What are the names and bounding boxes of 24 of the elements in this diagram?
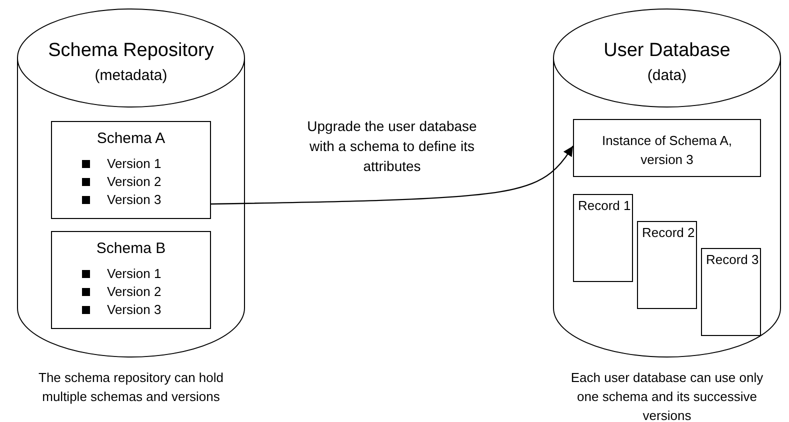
version-item: Version 2 bbox=[107, 174, 162, 190]
record-title: Record 2 bbox=[642, 225, 695, 241]
database-title: User Database bbox=[602, 41, 732, 61]
database-title: Schema Repository bbox=[47, 41, 215, 61]
database-subtitle: (metadata) bbox=[94, 66, 168, 86]
node-label: Each user database can use only one schema and its successive versions bbox=[570, 369, 764, 422]
version-item: Version 3 bbox=[107, 302, 162, 318]
box-heading: Schema A bbox=[96, 130, 166, 148]
instance-text: Instance of Schema A, version 3 bbox=[600, 132, 734, 169]
schema-box bbox=[51, 231, 211, 329]
database-subtitle: (data) bbox=[646, 66, 688, 86]
node-label: The schema repository can hold multiple schemas and versions bbox=[38, 369, 224, 406]
record-title: Record 3 bbox=[706, 252, 759, 268]
record-card bbox=[573, 194, 633, 282]
version-item: Version 3 bbox=[107, 192, 162, 208]
version-item: Version 1 bbox=[107, 156, 162, 172]
instance-box bbox=[573, 119, 761, 177]
version-item: Version 2 bbox=[107, 284, 162, 300]
record-title: Record 1 bbox=[578, 198, 631, 214]
record-card bbox=[637, 221, 697, 309]
schema-box bbox=[51, 121, 211, 219]
box-heading: Schema B bbox=[95, 240, 167, 258]
version-item: Version 1 bbox=[107, 266, 162, 282]
record-card bbox=[701, 248, 761, 336]
